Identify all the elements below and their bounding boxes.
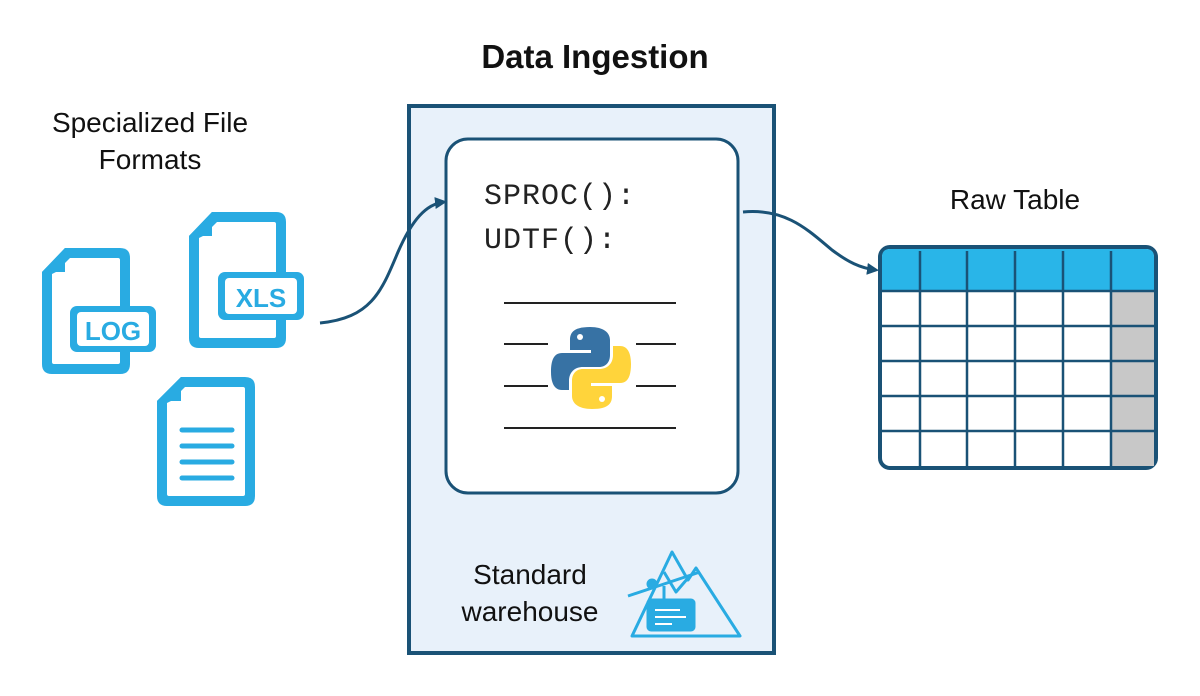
warehouse-label: Standard warehouse — [430, 556, 630, 630]
raw-table-label: Raw Table — [949, 184, 1081, 215]
warehouse-label-line1: Standard — [473, 559, 587, 590]
warehouse-mountain-icon — [627, 550, 742, 638]
log-file-icon: LOG — [42, 248, 156, 374]
warehouse-label-line2: warehouse — [461, 596, 599, 627]
xls-file-badge: XLS — [236, 283, 287, 313]
source-files-label: Specialized File Formats — [20, 104, 280, 178]
source-files-label-line2: Formats — [98, 144, 202, 175]
ingest-arrow — [319, 197, 447, 325]
text-document-icon — [157, 377, 255, 506]
output-arrow — [742, 210, 879, 275]
log-file-badge: LOG — [85, 316, 141, 346]
code-line-sproc: SPROC(): — [484, 180, 637, 214]
python-logo-icon — [551, 327, 631, 409]
diagram-title: Data Ingestion — [481, 38, 709, 75]
source-files-label-line1: Specialized File — [51, 107, 249, 138]
code-line-udtf: UDTF(): — [484, 224, 618, 258]
code-card — [444, 137, 740, 495]
xls-file-icon: XLS — [189, 212, 304, 348]
raw-table-icon — [878, 245, 1158, 470]
code-placeholder-lines — [504, 302, 676, 429]
